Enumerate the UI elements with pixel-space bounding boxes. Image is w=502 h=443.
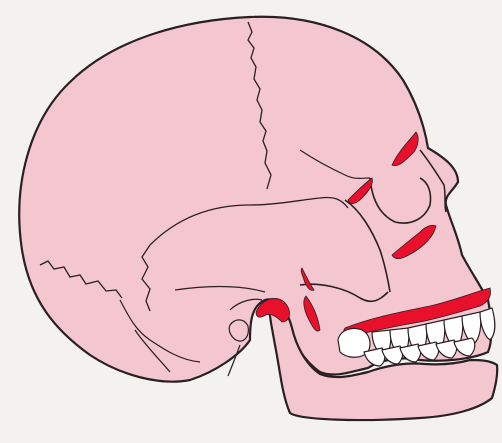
figure-canvas	[0, 0, 502, 443]
skull-illustration	[0, 0, 502, 443]
